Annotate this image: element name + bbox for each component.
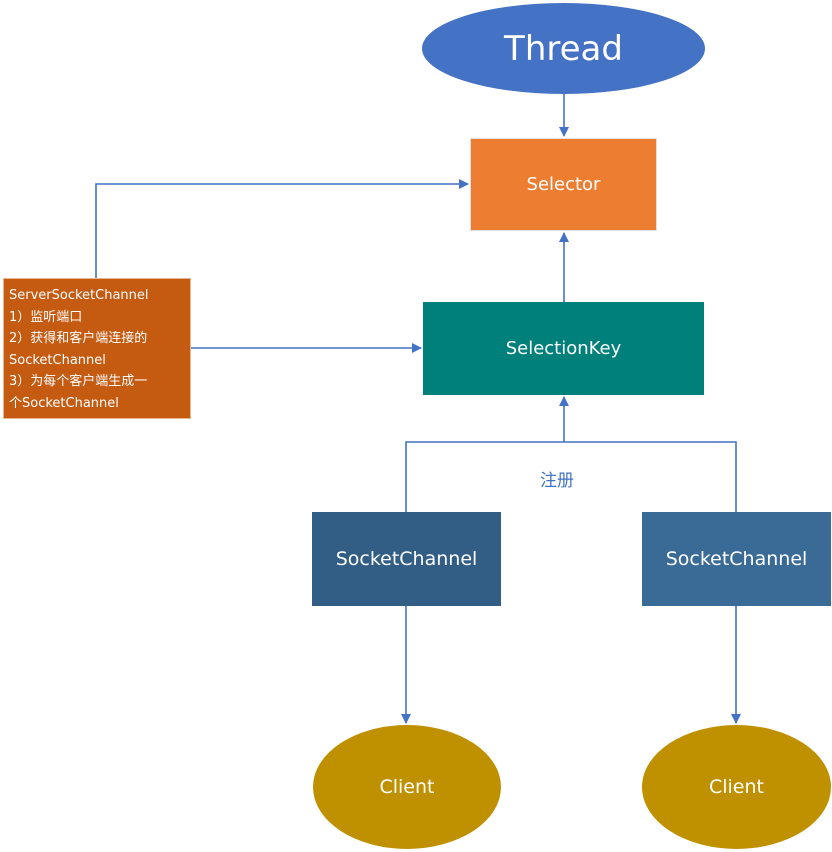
thread-label: Thread [504, 28, 623, 69]
selector-label: Selector [526, 174, 601, 195]
ssc-line: 个SocketChannel [9, 395, 119, 411]
ssc-line: SocketChannel [9, 352, 106, 368]
ssc-line: 2）获得和客户端连接的 [9, 331, 148, 346]
arrow-ssc-to-selector [95, 179, 469, 278]
socket-channel-label: SocketChannel [335, 548, 478, 570]
selection-key-label: SelectionKey [505, 338, 622, 359]
selection-key-node: SelectionKey [423, 302, 704, 395]
socket-channel-node-left: SocketChannel [312, 512, 501, 606]
server-socket-channel-node: ServerSocketChannel 1）监听端口 2）获得和客户端连接的 S… [3, 278, 191, 419]
socket-channel-label: SocketChannel [665, 548, 808, 570]
client-label: Client [708, 776, 764, 798]
ssc-line: 3）为每个客户端生成一 [9, 374, 148, 389]
client-label: Client [379, 776, 435, 798]
ssc-line: ServerSocketChannel [9, 288, 149, 303]
register-edge-label: 注册 [540, 471, 574, 491]
thread-node: Thread [422, 3, 705, 94]
client-node-left: Client [313, 725, 501, 849]
ssc-line: 1）监听端口 [9, 309, 83, 325]
client-node-right: Client [642, 725, 831, 849]
socket-channel-node-right: SocketChannel [642, 512, 831, 606]
connector-register-bus [405, 441, 737, 512]
selector-node: Selector [470, 138, 657, 231]
